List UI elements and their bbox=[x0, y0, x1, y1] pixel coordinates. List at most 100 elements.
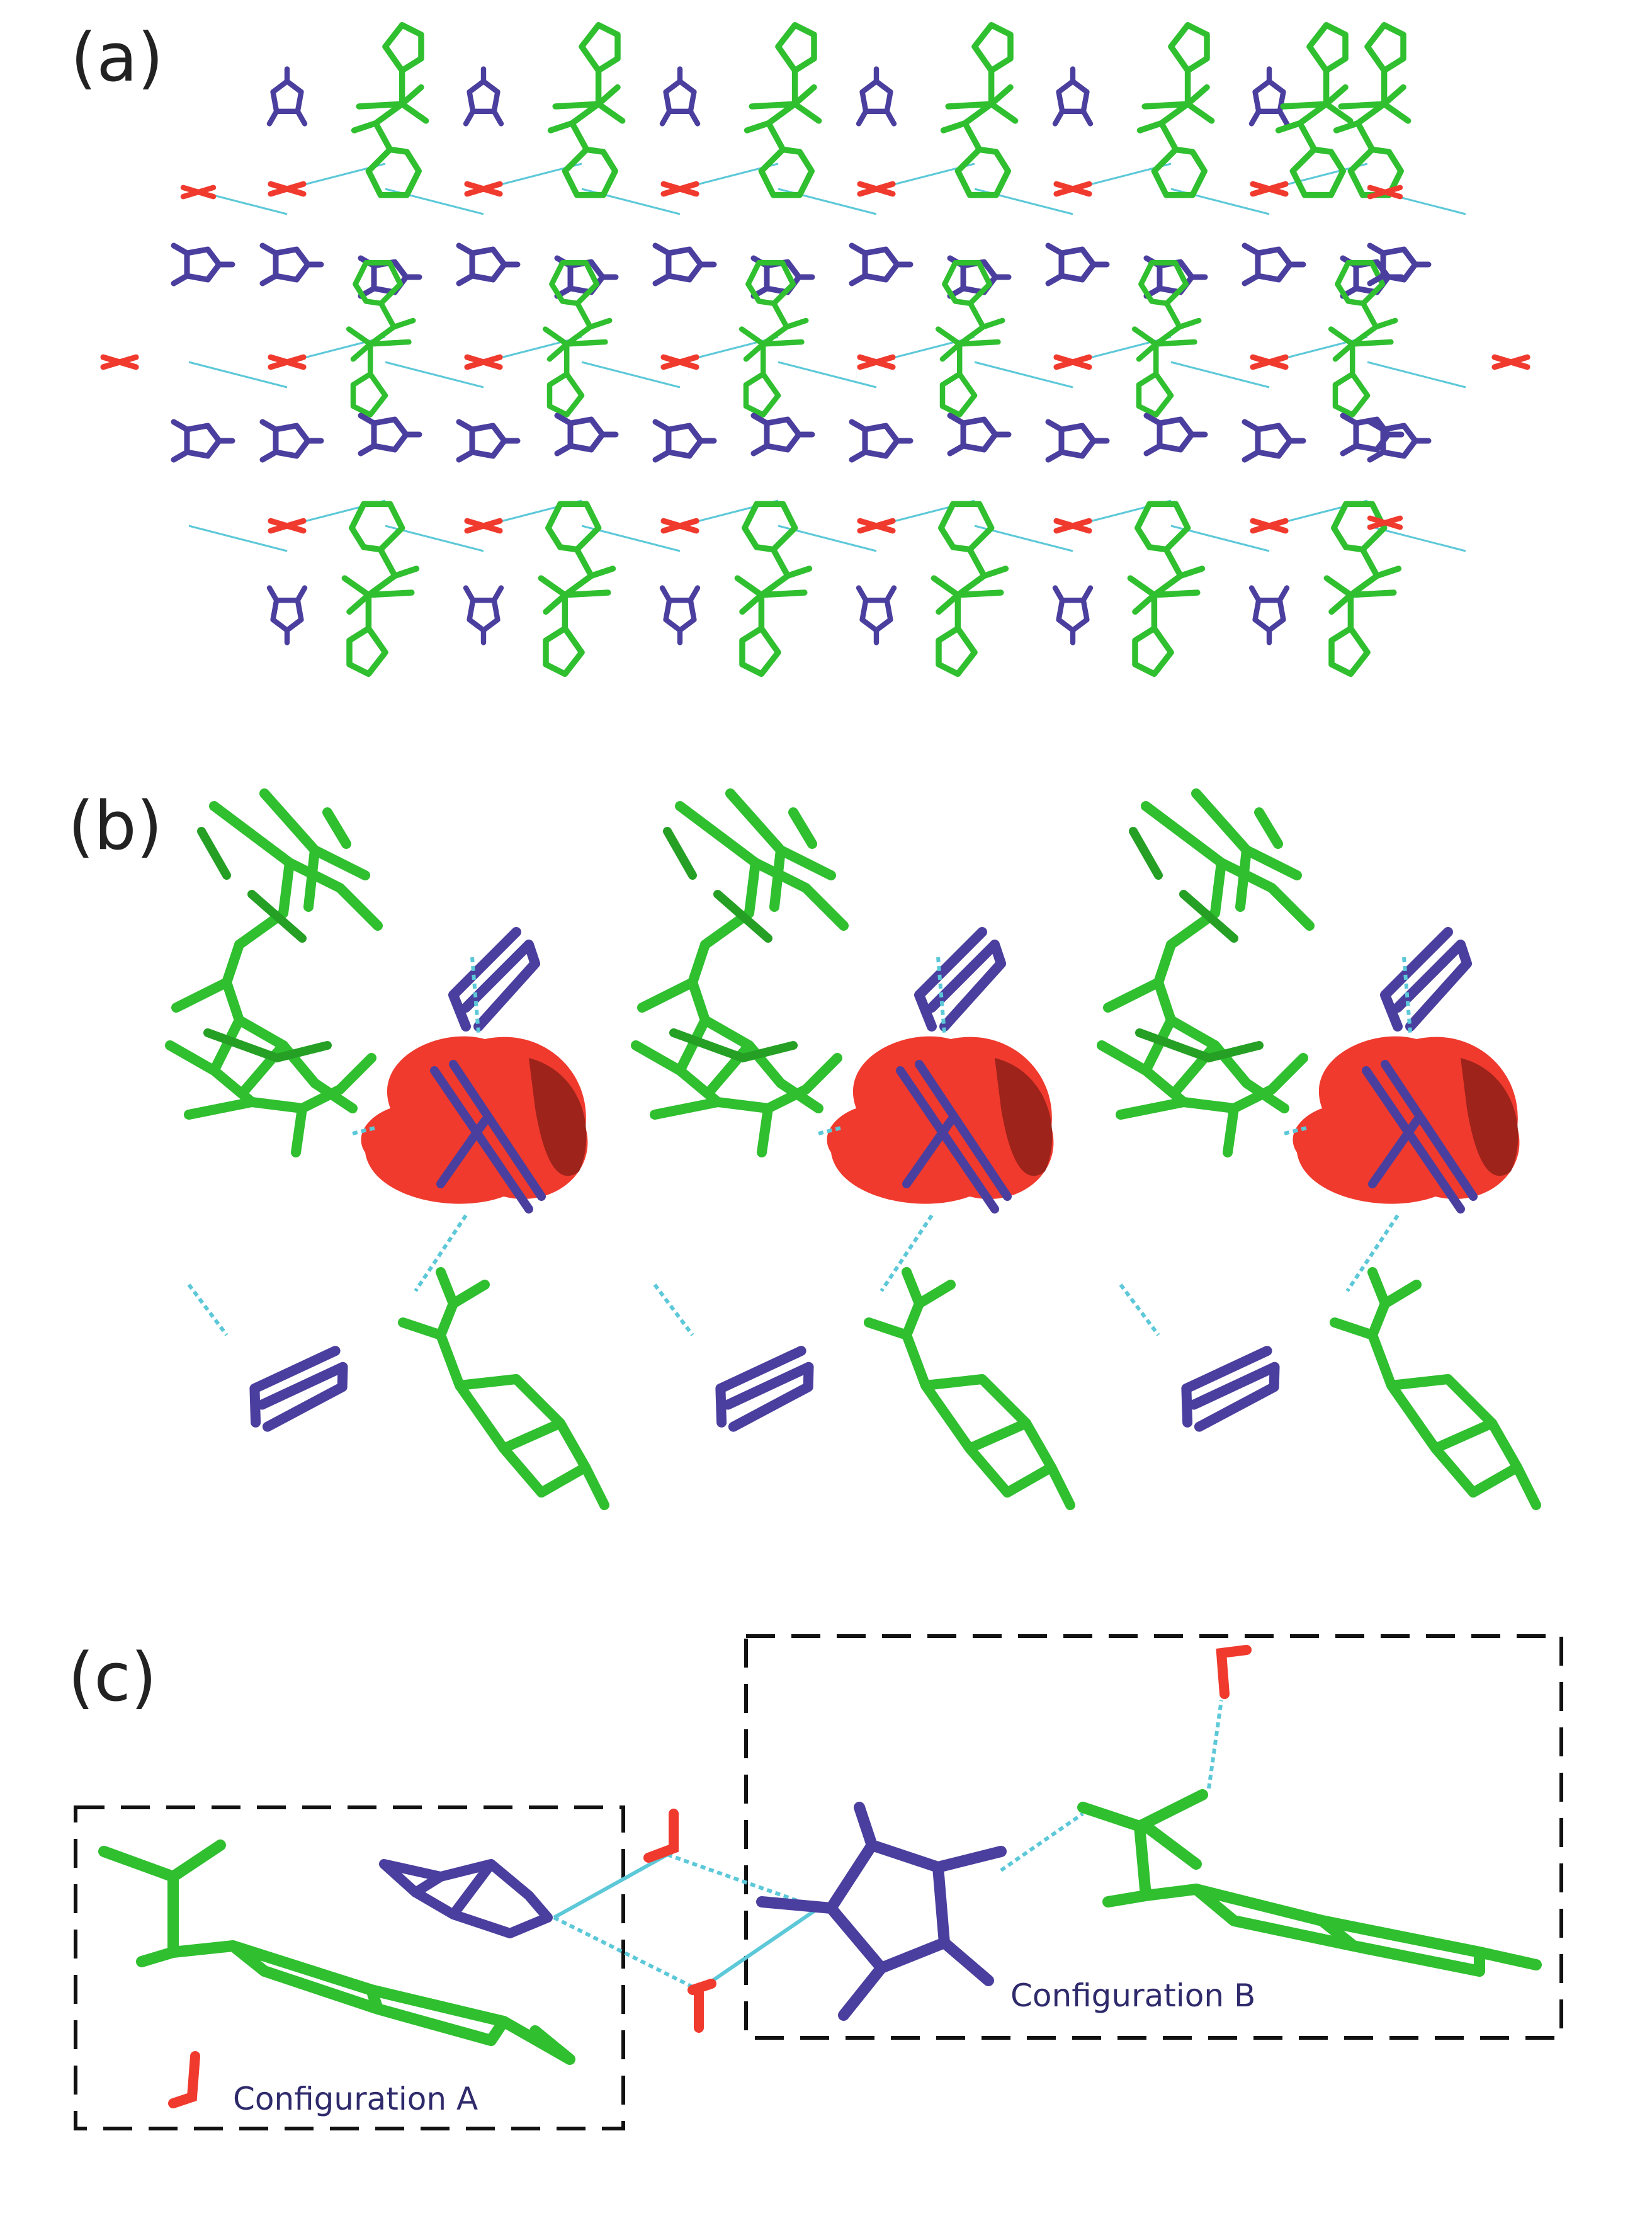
host-molecule bbox=[545, 263, 609, 414]
water-molecule bbox=[860, 184, 893, 194]
imidazole-molecule bbox=[1048, 246, 1107, 283]
hydrogen-bond-line bbox=[818, 1125, 844, 1135]
imidazole-molecule bbox=[263, 422, 321, 460]
imidazole-molecule bbox=[244, 1329, 353, 1446]
host-molecule bbox=[636, 793, 844, 1152]
host-molecule bbox=[541, 504, 613, 674]
host-molecule bbox=[1279, 25, 1350, 195]
hydrogen-bond-line bbox=[414, 1214, 468, 1292]
imidazole-molecule bbox=[662, 588, 698, 643]
imidazole-molecule bbox=[896, 1060, 1012, 1214]
water-molecule bbox=[183, 188, 213, 196]
host-molecule bbox=[938, 263, 1002, 414]
water-legend-icon bbox=[168, 2051, 200, 2108]
water-molecule bbox=[1056, 357, 1089, 367]
configuration-a-label: Configuration A bbox=[233, 2081, 478, 2117]
hydrogen-bond-line bbox=[1345, 1214, 1400, 1292]
host-molecule bbox=[1327, 504, 1398, 674]
imidazole-molecule bbox=[1370, 422, 1429, 460]
imidazole-molecule bbox=[1385, 932, 1467, 1026]
water-molecule bbox=[860, 357, 893, 367]
configuration-a-box bbox=[74, 1805, 625, 2130]
imidazole-molecule bbox=[662, 69, 698, 124]
host-molecule bbox=[344, 504, 416, 674]
host-molecule bbox=[742, 263, 806, 414]
imidazole-molecule bbox=[361, 416, 419, 453]
water-molecule bbox=[664, 521, 696, 531]
imidazole-molecule bbox=[1048, 422, 1107, 460]
water-molecule bbox=[467, 521, 500, 531]
imidazole-b bbox=[756, 1802, 1007, 2021]
imidazole-molecule bbox=[269, 69, 305, 124]
hydrogen-bond-line bbox=[352, 1125, 378, 1135]
hydrogen-bonds-c bbox=[553, 1700, 1223, 1992]
host-molecule bbox=[1102, 793, 1310, 1152]
panel-c-label: (c) bbox=[68, 1639, 157, 1716]
imidazole-molecule bbox=[919, 932, 1001, 1026]
water-molecule bbox=[103, 357, 136, 367]
water-cluster-surface bbox=[361, 1036, 588, 1204]
configuration-b-box bbox=[744, 1634, 1563, 2040]
host-molecule bbox=[737, 504, 809, 674]
hydrogen-bond-line bbox=[974, 361, 1073, 389]
water-cluster-shading bbox=[529, 1058, 587, 1176]
imidazole-molecule bbox=[1055, 588, 1090, 643]
water-molecule-1 bbox=[643, 1809, 679, 1863]
host-molecule bbox=[1335, 1272, 1536, 1505]
repeat-unit bbox=[170, 793, 604, 1505]
hydrogen-bond-line bbox=[653, 1283, 694, 1336]
water-cluster-surface bbox=[1293, 1036, 1520, 1204]
imidazole-molecule bbox=[852, 246, 910, 283]
imidazole-molecule bbox=[1252, 69, 1287, 124]
imidazole-molecule bbox=[1055, 69, 1090, 124]
imidazole-molecule bbox=[430, 1060, 546, 1214]
panel-c: (c) Configuration A Configuration B bbox=[68, 1634, 1563, 2130]
host-molecule bbox=[349, 263, 413, 414]
water-molecule-2 bbox=[687, 1979, 716, 2033]
crystal-packing-network bbox=[103, 25, 1527, 674]
water-molecule bbox=[1253, 357, 1286, 367]
imidazole-molecule bbox=[754, 416, 812, 453]
water-molecule bbox=[1495, 357, 1527, 367]
hydrogen-bond-line bbox=[385, 361, 484, 389]
hydrogen-bond-line bbox=[1284, 1125, 1310, 1135]
hydrogen-bond-line bbox=[470, 957, 480, 1033]
imidazole-molecule bbox=[1252, 588, 1287, 643]
host-molecule bbox=[934, 504, 1005, 674]
panel-b: (b) bbox=[68, 787, 1536, 1505]
imidazole-molecule bbox=[1146, 416, 1205, 453]
imidazole-molecule bbox=[1245, 422, 1303, 460]
imidazole-molecule bbox=[859, 69, 894, 124]
hydrogen-bond-line bbox=[188, 361, 288, 389]
configuration-b-label: Configuration B bbox=[1010, 1977, 1255, 2014]
panel-a: (a) bbox=[71, 19, 1527, 674]
water-molecule bbox=[467, 184, 500, 194]
water-molecule bbox=[271, 357, 303, 367]
imidazole-molecule bbox=[459, 422, 518, 460]
imidazole-molecule bbox=[655, 422, 714, 460]
repeat-unit bbox=[1102, 793, 1536, 1505]
imidazole-molecule bbox=[466, 588, 501, 643]
imidazole-molecule bbox=[1245, 246, 1303, 283]
host-molecule bbox=[869, 1272, 1070, 1505]
imidazole-molecule bbox=[1175, 1329, 1284, 1446]
imidazole-molecule bbox=[466, 69, 501, 124]
imidazole-molecule bbox=[174, 422, 232, 460]
imidazole-a bbox=[379, 1859, 553, 1938]
host-molecule bbox=[1134, 263, 1199, 414]
water-cluster-surface bbox=[827, 1036, 1054, 1204]
hydrogen-bond-line bbox=[188, 525, 288, 552]
water-molecule bbox=[467, 357, 500, 367]
hydrogen-bond-line bbox=[1367, 361, 1466, 389]
imidazole-molecule bbox=[852, 422, 910, 460]
water-molecule bbox=[1056, 184, 1089, 194]
water-cluster-chain bbox=[170, 793, 1536, 1505]
imidazole-molecule bbox=[655, 246, 714, 283]
water-molecule bbox=[1253, 184, 1286, 194]
host-molecule bbox=[1331, 263, 1395, 414]
imidazole-molecule bbox=[710, 1329, 818, 1446]
imidazole-molecule bbox=[950, 416, 1009, 453]
host-molecule bbox=[403, 1272, 604, 1505]
hydrogen-bond-line bbox=[778, 361, 877, 389]
water-molecule bbox=[1056, 521, 1089, 531]
